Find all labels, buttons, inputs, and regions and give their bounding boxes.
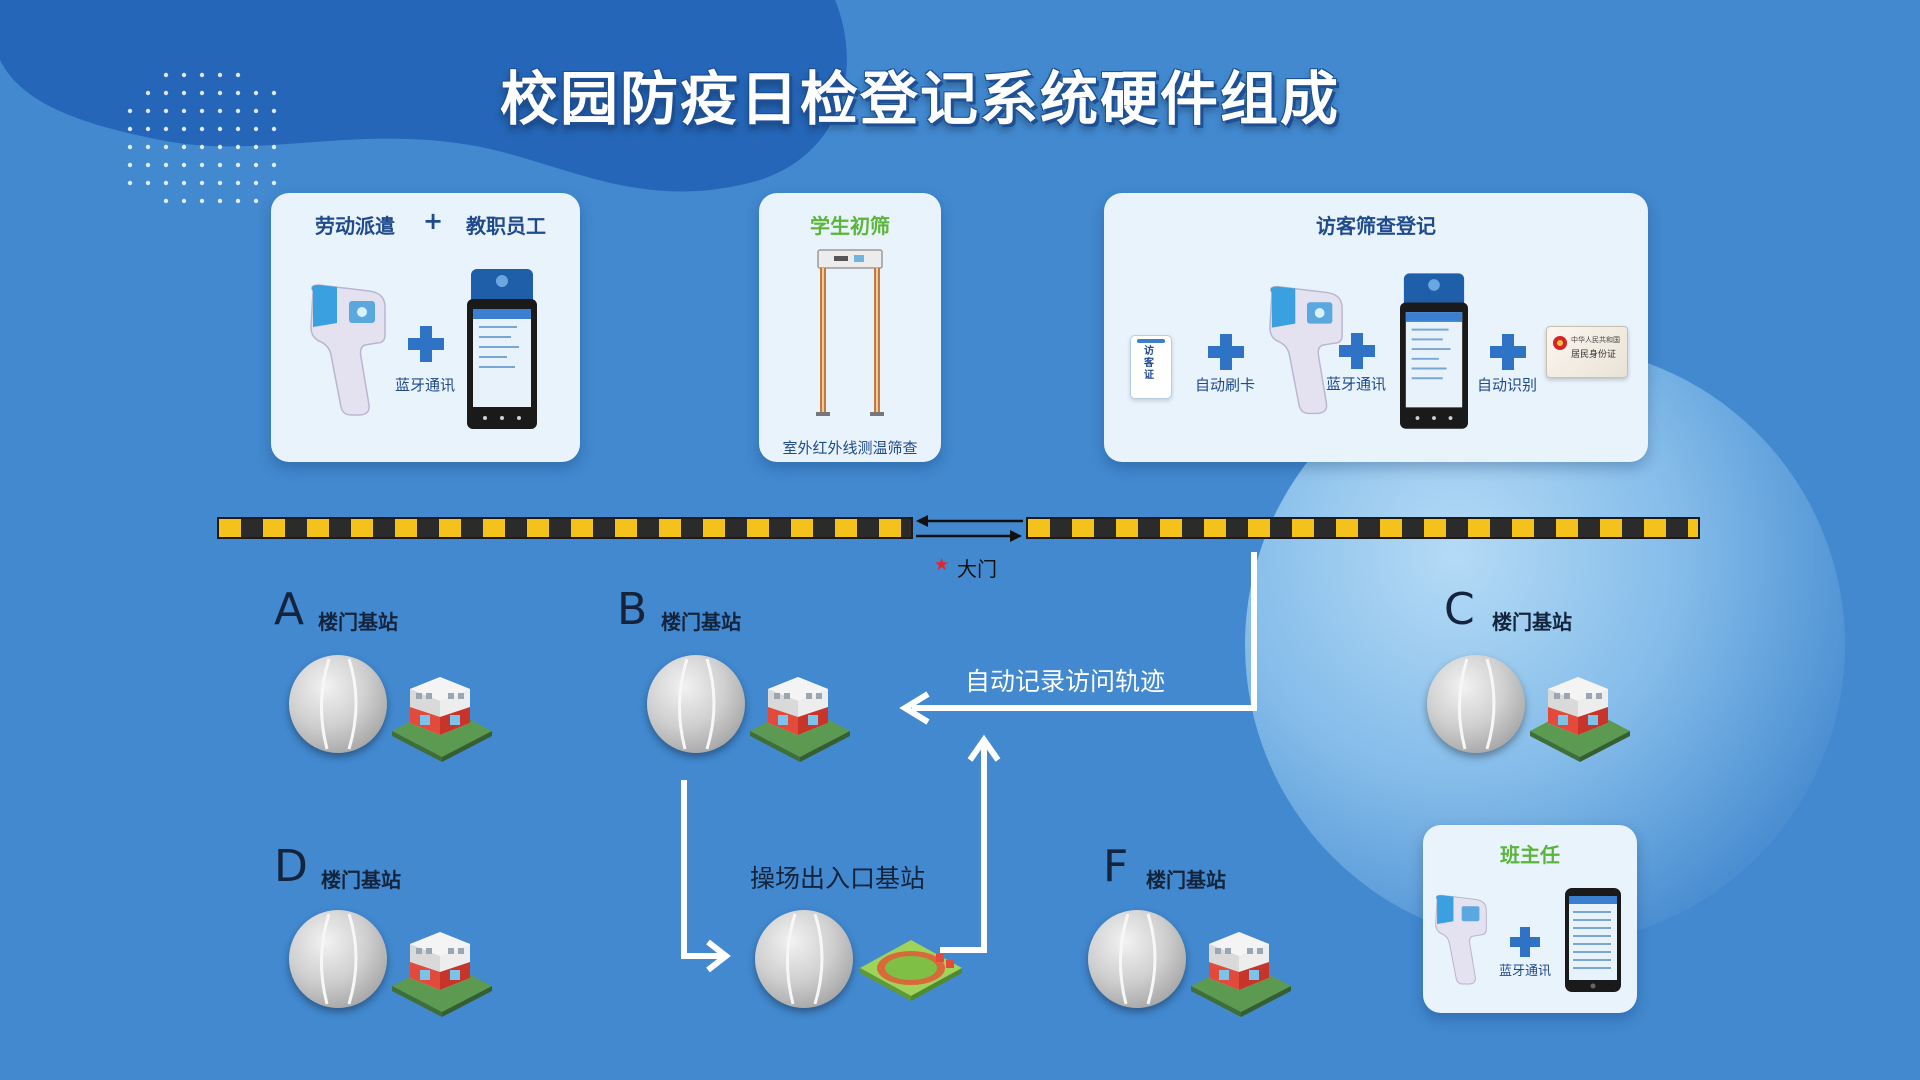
gate-label: 大门 <box>957 557 997 581</box>
smartphone-icon <box>1565 888 1621 992</box>
staff-plus-label: + <box>423 207 444 235</box>
emblem-icon <box>1553 336 1567 350</box>
playground-label: 操场出入口基站 <box>750 864 926 893</box>
visitor-pass-text: 访客证 <box>1144 346 1154 381</box>
plus-icon <box>1490 334 1526 370</box>
station-f-label: 楼门基站 <box>1146 868 1226 892</box>
handheld-terminal-icon <box>467 269 537 429</box>
student-card-title: 学生初筛 <box>810 214 890 238</box>
gate-star-icon: ★ <box>934 555 950 575</box>
teacher-card: 班主任 蓝牙通讯 <box>1423 825 1637 1013</box>
student-card: 学生初筛 室外红外线测温筛查 <box>759 193 941 462</box>
flow-label: 自动记录访问轨迹 <box>965 667 1166 696</box>
id-card-line2: 居民身份证 <box>1571 350 1617 360</box>
station-d-label: 楼门基站 <box>321 868 401 892</box>
walkthrough-gate-icon <box>816 249 884 416</box>
staff-bluetooth-label: 蓝牙通讯 <box>395 376 456 394</box>
station-b-beacon-icon <box>647 655 745 753</box>
station-d-letter: D <box>274 841 308 892</box>
station-d-building-icon <box>392 932 492 1017</box>
visitor-card: 访客筛查登记 访客证 自动刷卡 蓝牙通讯 <box>1104 193 1648 462</box>
plus-icon <box>1510 927 1540 957</box>
station-f-beacon-icon <box>1088 910 1186 1008</box>
thermometer-gun-icon <box>310 284 386 416</box>
thermometer-gun-icon <box>1269 285 1343 415</box>
station-c-beacon-icon <box>1427 655 1525 753</box>
teacher-bluetooth-label: 蓝牙通讯 <box>1499 964 1552 979</box>
playground-field-icon <box>860 940 962 1001</box>
station-a-letter: A <box>274 584 305 635</box>
id-card-line1: 中华人民共和国 <box>1571 336 1620 344</box>
station-c-label: 楼门基站 <box>1492 610 1572 634</box>
student-card-caption: 室外红外线测温筛查 <box>782 439 918 457</box>
station-c-building-icon <box>1530 677 1630 762</box>
id-card-icon: 中华人民共和国 居民身份证 <box>1546 326 1628 378</box>
teacher-card-title: 班主任 <box>1500 843 1560 867</box>
plus-icon <box>1208 334 1244 370</box>
gate-arrows <box>916 515 1023 542</box>
station-d-beacon-icon <box>289 910 387 1008</box>
visitor-card-title: 访客筛查登记 <box>1316 214 1436 238</box>
station-f-building-icon <box>1191 932 1291 1017</box>
auto-swipe-label: 自动刷卡 <box>1195 376 1256 394</box>
staff-right-label: 教职员工 <box>466 214 546 238</box>
station-c-letter: C <box>1444 584 1475 635</box>
auto-recognize-label: 自动识别 <box>1477 376 1538 394</box>
station-a-label: 楼门基站 <box>318 610 398 634</box>
plus-icon <box>1339 333 1375 369</box>
visitor-bluetooth-label: 蓝牙通讯 <box>1326 375 1387 393</box>
plus-icon <box>408 326 444 362</box>
handheld-terminal-icon <box>1400 273 1468 429</box>
staff-card: 劳动派遣 + 教职员工 蓝牙通讯 <box>271 193 580 462</box>
visitor-pass-icon: 访客证 <box>1130 335 1172 399</box>
page-title: 校园防疫日检登记系统硬件组成 <box>499 65 1340 133</box>
playground-beacon-icon <box>755 910 853 1008</box>
staff-left-label: 劳动派遣 <box>315 214 395 238</box>
thermometer-gun-icon <box>1435 894 1487 985</box>
station-b-label: 楼门基站 <box>661 610 741 634</box>
station-b-letter: B <box>617 584 648 635</box>
station-b-building-icon <box>750 677 850 762</box>
wall-barrier-right <box>1026 517 1700 539</box>
station-a-beacon-icon <box>289 655 387 753</box>
station-a-building-icon <box>392 677 492 762</box>
station-f-letter: F <box>1103 841 1129 892</box>
wall-barrier-left <box>217 517 913 539</box>
